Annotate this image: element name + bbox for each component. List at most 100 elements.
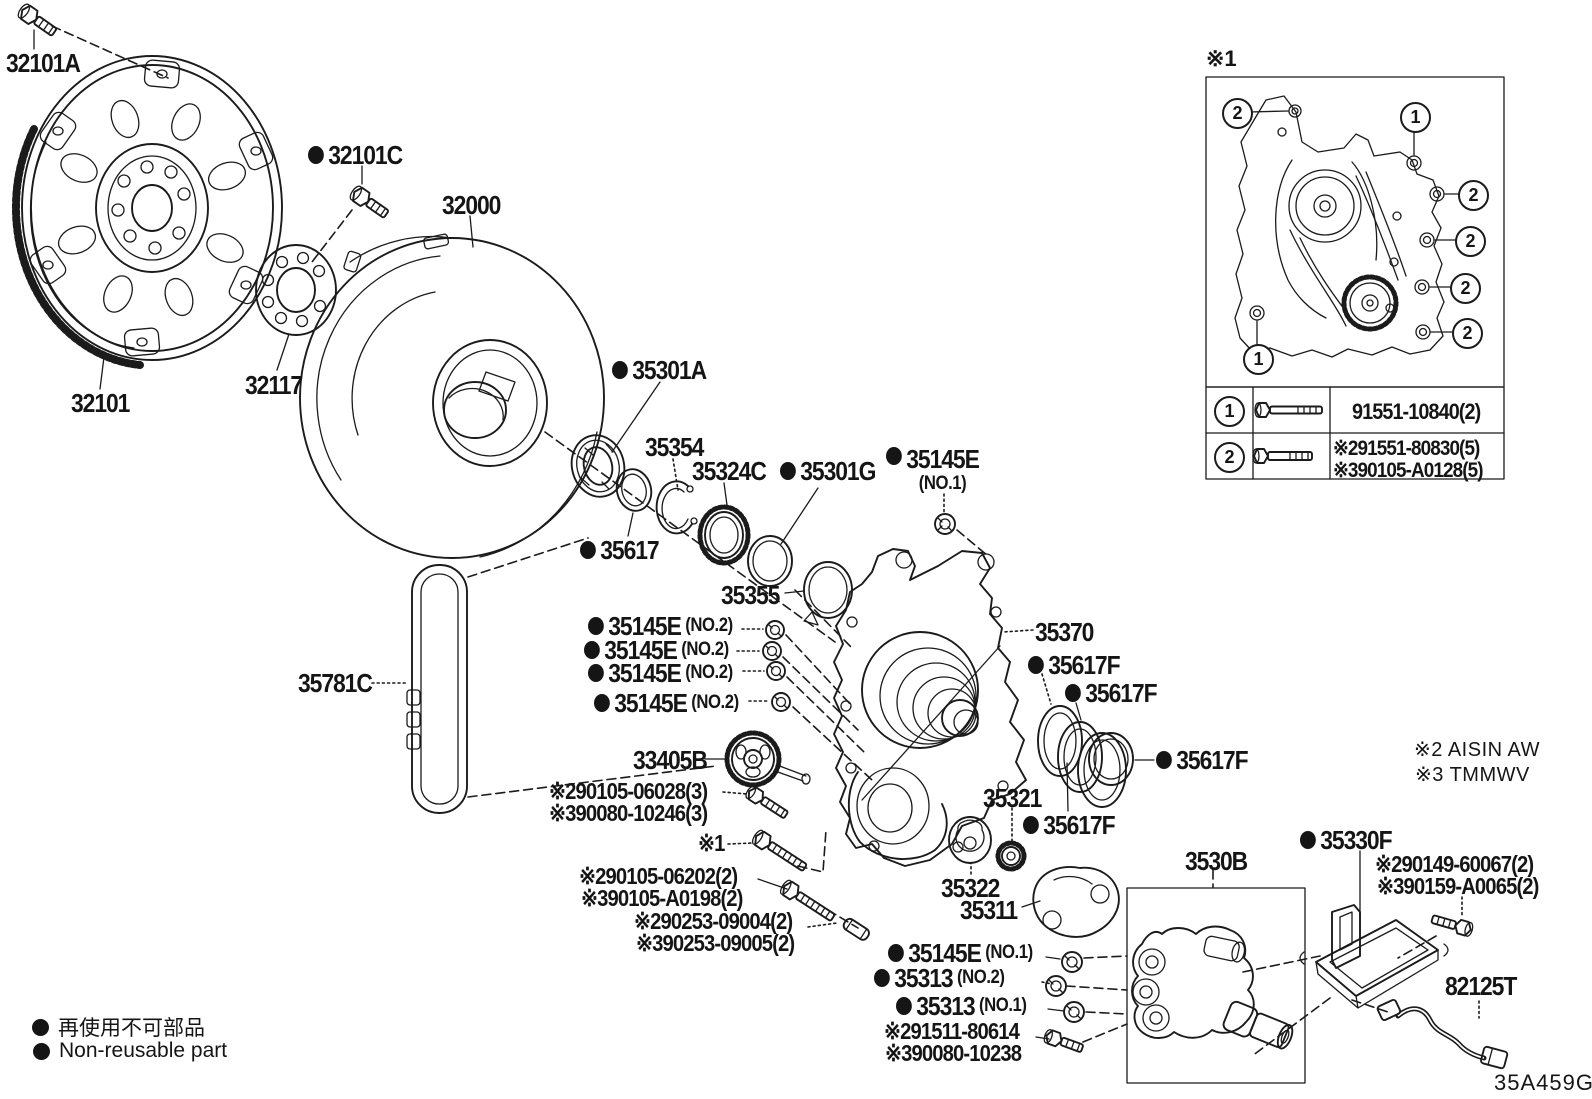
non-reusable-icon bbox=[588, 617, 604, 636]
oil-strainer-drawing bbox=[1299, 904, 1449, 1009]
label-35301G: 35301G bbox=[780, 458, 876, 484]
flywheel-drawing bbox=[11, 55, 283, 369]
label-35301A: 35301A bbox=[612, 357, 707, 383]
inset-note-ref: ※1 bbox=[1206, 46, 1237, 71]
non-reusable-icon bbox=[888, 944, 904, 963]
ring-35355-drawing bbox=[803, 561, 853, 626]
spacer-drawing bbox=[255, 244, 337, 336]
ring-35617-drawing bbox=[615, 468, 653, 512]
non-reusable-icon bbox=[780, 462, 796, 481]
label-3530B: 3530B bbox=[1185, 846, 1248, 876]
non-reusable-icon bbox=[308, 146, 324, 165]
oil-pump-body-drawing bbox=[833, 548, 1027, 867]
label-35781C: 35781C bbox=[298, 668, 373, 698]
label-35355: 35355 bbox=[721, 580, 780, 610]
bolt-32101C-icon bbox=[349, 185, 389, 219]
callout-badge: 2 bbox=[1222, 98, 1253, 129]
label-35617F: 35617F bbox=[1023, 812, 1116, 838]
legend-en: Non-reusable part bbox=[33, 1039, 227, 1063]
label-35617F: 35617F bbox=[1156, 747, 1249, 773]
label-90105-06202: ※290105-06202(2) bbox=[579, 863, 738, 889]
pump-rotor-35322-drawing bbox=[948, 816, 992, 864]
label-90253-09005: ※390253-09005(2) bbox=[636, 930, 795, 956]
label-note1-ref: ※1 bbox=[698, 830, 725, 856]
label-90080-10238: ※390080-10238 bbox=[885, 1040, 1022, 1066]
label-90105-06028: ※290105-06028(3) bbox=[549, 778, 708, 804]
label-35145E-no2: 35145E(NO.2) bbox=[588, 660, 733, 686]
drawing-code: 35A459G bbox=[1494, 1070, 1592, 1095]
inset-chain-cover bbox=[1205, 76, 1505, 480]
seal-rings-35617F-drawing bbox=[1037, 705, 1134, 808]
label-35617: 35617 bbox=[580, 537, 660, 563]
label-35311: 35311 bbox=[960, 895, 1018, 925]
dowel-pin-icon bbox=[842, 917, 870, 941]
label-35324C: 35324C bbox=[692, 456, 767, 486]
sprocket-33405B-drawing bbox=[724, 730, 811, 788]
label-35321: 35321 bbox=[983, 783, 1042, 813]
pump-cover-35311-drawing bbox=[1032, 866, 1120, 938]
label-32101C: 32101C bbox=[308, 142, 403, 168]
non-reusable-icon bbox=[874, 969, 890, 988]
leader-lines bbox=[33, 25, 1480, 1057]
non-reusable-icon bbox=[1028, 656, 1044, 675]
label-32117: 32117 bbox=[245, 370, 303, 400]
label-35145E-no2: 35145E(NO.2) bbox=[588, 613, 733, 639]
note-aisin: ※2 AISIN AW bbox=[1414, 739, 1540, 761]
pump-gear-35321-drawing bbox=[995, 840, 1027, 872]
legend-jp: 再使用不可部品 bbox=[32, 1012, 205, 1042]
label-35313-no1: 35313(NO.1) bbox=[896, 993, 1027, 1019]
label-35313-no2: 35313(NO.2) bbox=[874, 965, 1005, 991]
label-35145E-no1-top: 35145E(NO.1) bbox=[886, 446, 980, 493]
table-part-no-2a: ※291551-80830(5) bbox=[1333, 437, 1480, 460]
table-callout-2: 2 bbox=[1214, 442, 1245, 473]
label-32000: 32000 bbox=[442, 190, 501, 220]
label-35145E-no1-bottom: 35145E(NO.1) bbox=[888, 940, 1033, 966]
non-reusable-icon bbox=[32, 1018, 49, 1036]
label-90080-10246: ※390080-10246(3) bbox=[549, 800, 708, 826]
torque-converter-drawing bbox=[299, 233, 605, 559]
callout-badge: 2 bbox=[1452, 318, 1483, 349]
table-callout-1: 1 bbox=[1214, 396, 1245, 427]
bolt-90149-icon bbox=[1430, 914, 1474, 937]
label-35330F: 35330F bbox=[1300, 827, 1393, 853]
label-35145E-no2: 35145E(NO.2) bbox=[584, 637, 729, 663]
callout-badge: 2 bbox=[1458, 180, 1489, 211]
bolt-note1-icon bbox=[751, 829, 808, 872]
callout-badge: 2 bbox=[1450, 273, 1481, 304]
bolt-90105-06202-icon bbox=[779, 879, 836, 922]
non-reusable-icon bbox=[1065, 684, 1081, 703]
bolt-32101A-icon bbox=[17, 3, 57, 37]
non-reusable-icon bbox=[1156, 751, 1172, 770]
nut-icons bbox=[762, 513, 1085, 1023]
label-32101: 32101 bbox=[71, 388, 130, 418]
label-35145E-no2: 35145E(NO.2) bbox=[594, 690, 739, 716]
non-reusable-icon bbox=[33, 1042, 50, 1060]
callout-badge: 1 bbox=[1243, 344, 1274, 375]
chain-drawing bbox=[406, 564, 468, 814]
table-part-no-2b: ※390105-A0128(5) bbox=[1333, 459, 1483, 482]
valve-body-box bbox=[1126, 887, 1306, 1084]
non-reusable-icon bbox=[594, 694, 610, 713]
label-35354: 35354 bbox=[645, 432, 704, 462]
table-part-no-1: 91551-10840(2) bbox=[1352, 399, 1481, 424]
non-reusable-icon bbox=[588, 664, 604, 683]
snap-ring-35354-drawing bbox=[655, 480, 698, 535]
label-90149-60067: ※290149-60067(2) bbox=[1375, 851, 1534, 877]
bolt-90105-06028-icon bbox=[745, 785, 789, 819]
label-35322: 35322 bbox=[941, 873, 1000, 903]
ring-35301G-drawing bbox=[747, 535, 793, 587]
label-90159-A0065: ※390159-A0065(2) bbox=[1377, 873, 1539, 899]
label-35617F: 35617F bbox=[1028, 652, 1121, 678]
non-reusable-icon bbox=[886, 447, 902, 465]
oil-seal-drawing bbox=[570, 434, 626, 498]
callout-badge: 2 bbox=[1455, 226, 1486, 257]
callout-badge: 1 bbox=[1400, 102, 1431, 133]
non-reusable-icon bbox=[580, 541, 596, 560]
non-reusable-icon bbox=[584, 641, 600, 660]
label-82125T: 82125T bbox=[1445, 971, 1517, 1001]
non-reusable-icon bbox=[896, 997, 912, 1016]
non-reusable-icon bbox=[612, 361, 628, 380]
non-reusable-icon bbox=[1023, 816, 1039, 835]
label-33405B: 33405B bbox=[633, 745, 708, 775]
label-90105-A0198: ※390105-A0198(2) bbox=[581, 885, 743, 911]
